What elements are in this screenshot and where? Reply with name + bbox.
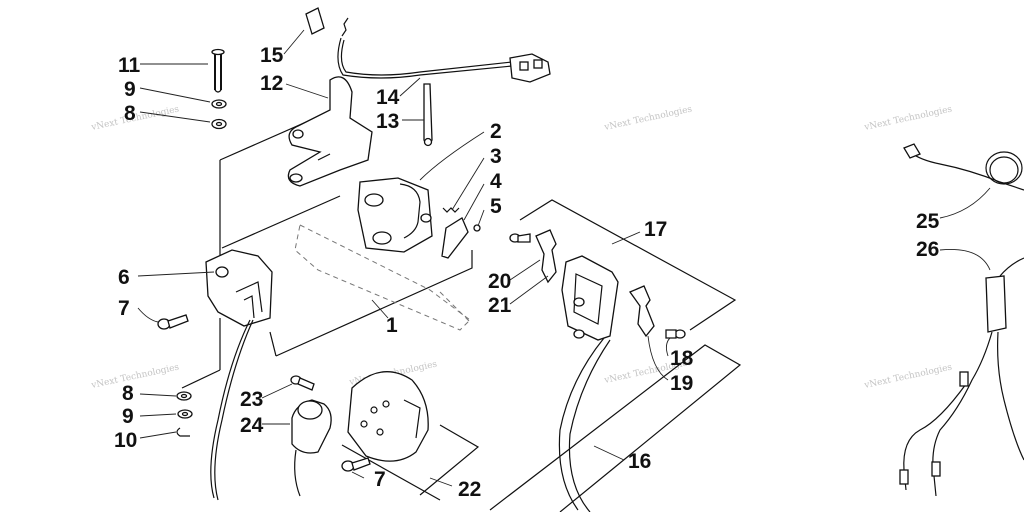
label-16: 16 (628, 450, 651, 473)
label-13: 13 (376, 110, 399, 133)
label-9-upper: 9 (124, 78, 136, 101)
part-2-switch-housing (357, 177, 433, 253)
part-labels: 11 9 8 12 15 14 13 2 3 4 5 6 7 1 8 9 10 … (114, 44, 940, 501)
label-15: 15 (260, 44, 284, 67)
label-11: 11 (118, 54, 141, 77)
part-1-phantom (294, 224, 471, 331)
label-12: 12 (260, 72, 283, 95)
washer-hole (215, 101, 223, 107)
part-11-bolt (211, 48, 225, 93)
part-12-bracket (287, 76, 373, 187)
label-21: 21 (488, 294, 512, 317)
washer-hole (181, 411, 189, 417)
washer-hole (180, 393, 188, 399)
part-21-lever (535, 229, 557, 284)
label-8-lower: 8 (122, 382, 134, 405)
label-25: 25 (916, 210, 940, 233)
label-8-upper: 8 (124, 102, 136, 125)
wire-part-6-b (214, 319, 254, 501)
part-7-screw-left (157, 314, 189, 330)
leader-lines (137, 29, 991, 487)
label-1: 1 (386, 314, 398, 337)
label-26: 26 (916, 238, 939, 261)
part-5-pin (473, 224, 481, 232)
label-14: 14 (376, 86, 400, 109)
label-6: 6 (118, 266, 130, 289)
label-24: 24 (240, 414, 264, 437)
watermarks: vNext Technologies vNext Technologies vN… (90, 104, 954, 391)
assembly-frames (181, 107, 742, 512)
key-ring (423, 137, 433, 147)
label-18: 18 (670, 347, 694, 370)
label-4: 4 (490, 170, 502, 193)
part-22-housing (347, 371, 429, 462)
part-6-switch-base (205, 249, 273, 327)
label-22: 22 (458, 478, 481, 501)
part-14-harness (337, 17, 551, 83)
label-20: 20 (488, 270, 511, 293)
label-7-left: 7 (118, 297, 130, 320)
label-17: 17 (644, 218, 667, 241)
label-23: 23 (240, 388, 263, 411)
label-5: 5 (490, 195, 502, 218)
wire-part-24 (294, 449, 301, 497)
part-25-harness (903, 143, 1024, 191)
label-19: 19 (670, 372, 693, 395)
part-16-cable-a (558, 337, 605, 511)
part-10-clip (176, 427, 190, 437)
part-3-spring (442, 207, 460, 213)
part-19-lever (629, 285, 655, 338)
label-9-lower: 9 (122, 405, 134, 428)
wire-part-6 (210, 319, 251, 499)
part-17-housing (561, 255, 619, 341)
washer-hole (215, 121, 223, 127)
part-15-sleeve (305, 7, 325, 35)
label-2: 2 (490, 120, 502, 143)
part-16-cable-b (568, 339, 611, 512)
label-10: 10 (114, 429, 137, 452)
watermark-7: vNext Technologies (863, 362, 954, 391)
part-4-plate (441, 217, 469, 259)
part-24-button (291, 399, 332, 454)
label-7-lower: 7 (374, 468, 386, 491)
part-7-screw-lower (341, 457, 371, 472)
part-20-screw (509, 233, 531, 243)
watermark-2: vNext Technologies (603, 104, 694, 133)
watermark-3: vNext Technologies (863, 104, 954, 133)
watermark-4: vNext Technologies (90, 362, 181, 391)
part-26-harness (899, 257, 1024, 497)
part-13-key (423, 83, 433, 146)
part-23-screw (290, 375, 315, 391)
label-3: 3 (490, 145, 502, 168)
part-18-screw (665, 329, 686, 339)
